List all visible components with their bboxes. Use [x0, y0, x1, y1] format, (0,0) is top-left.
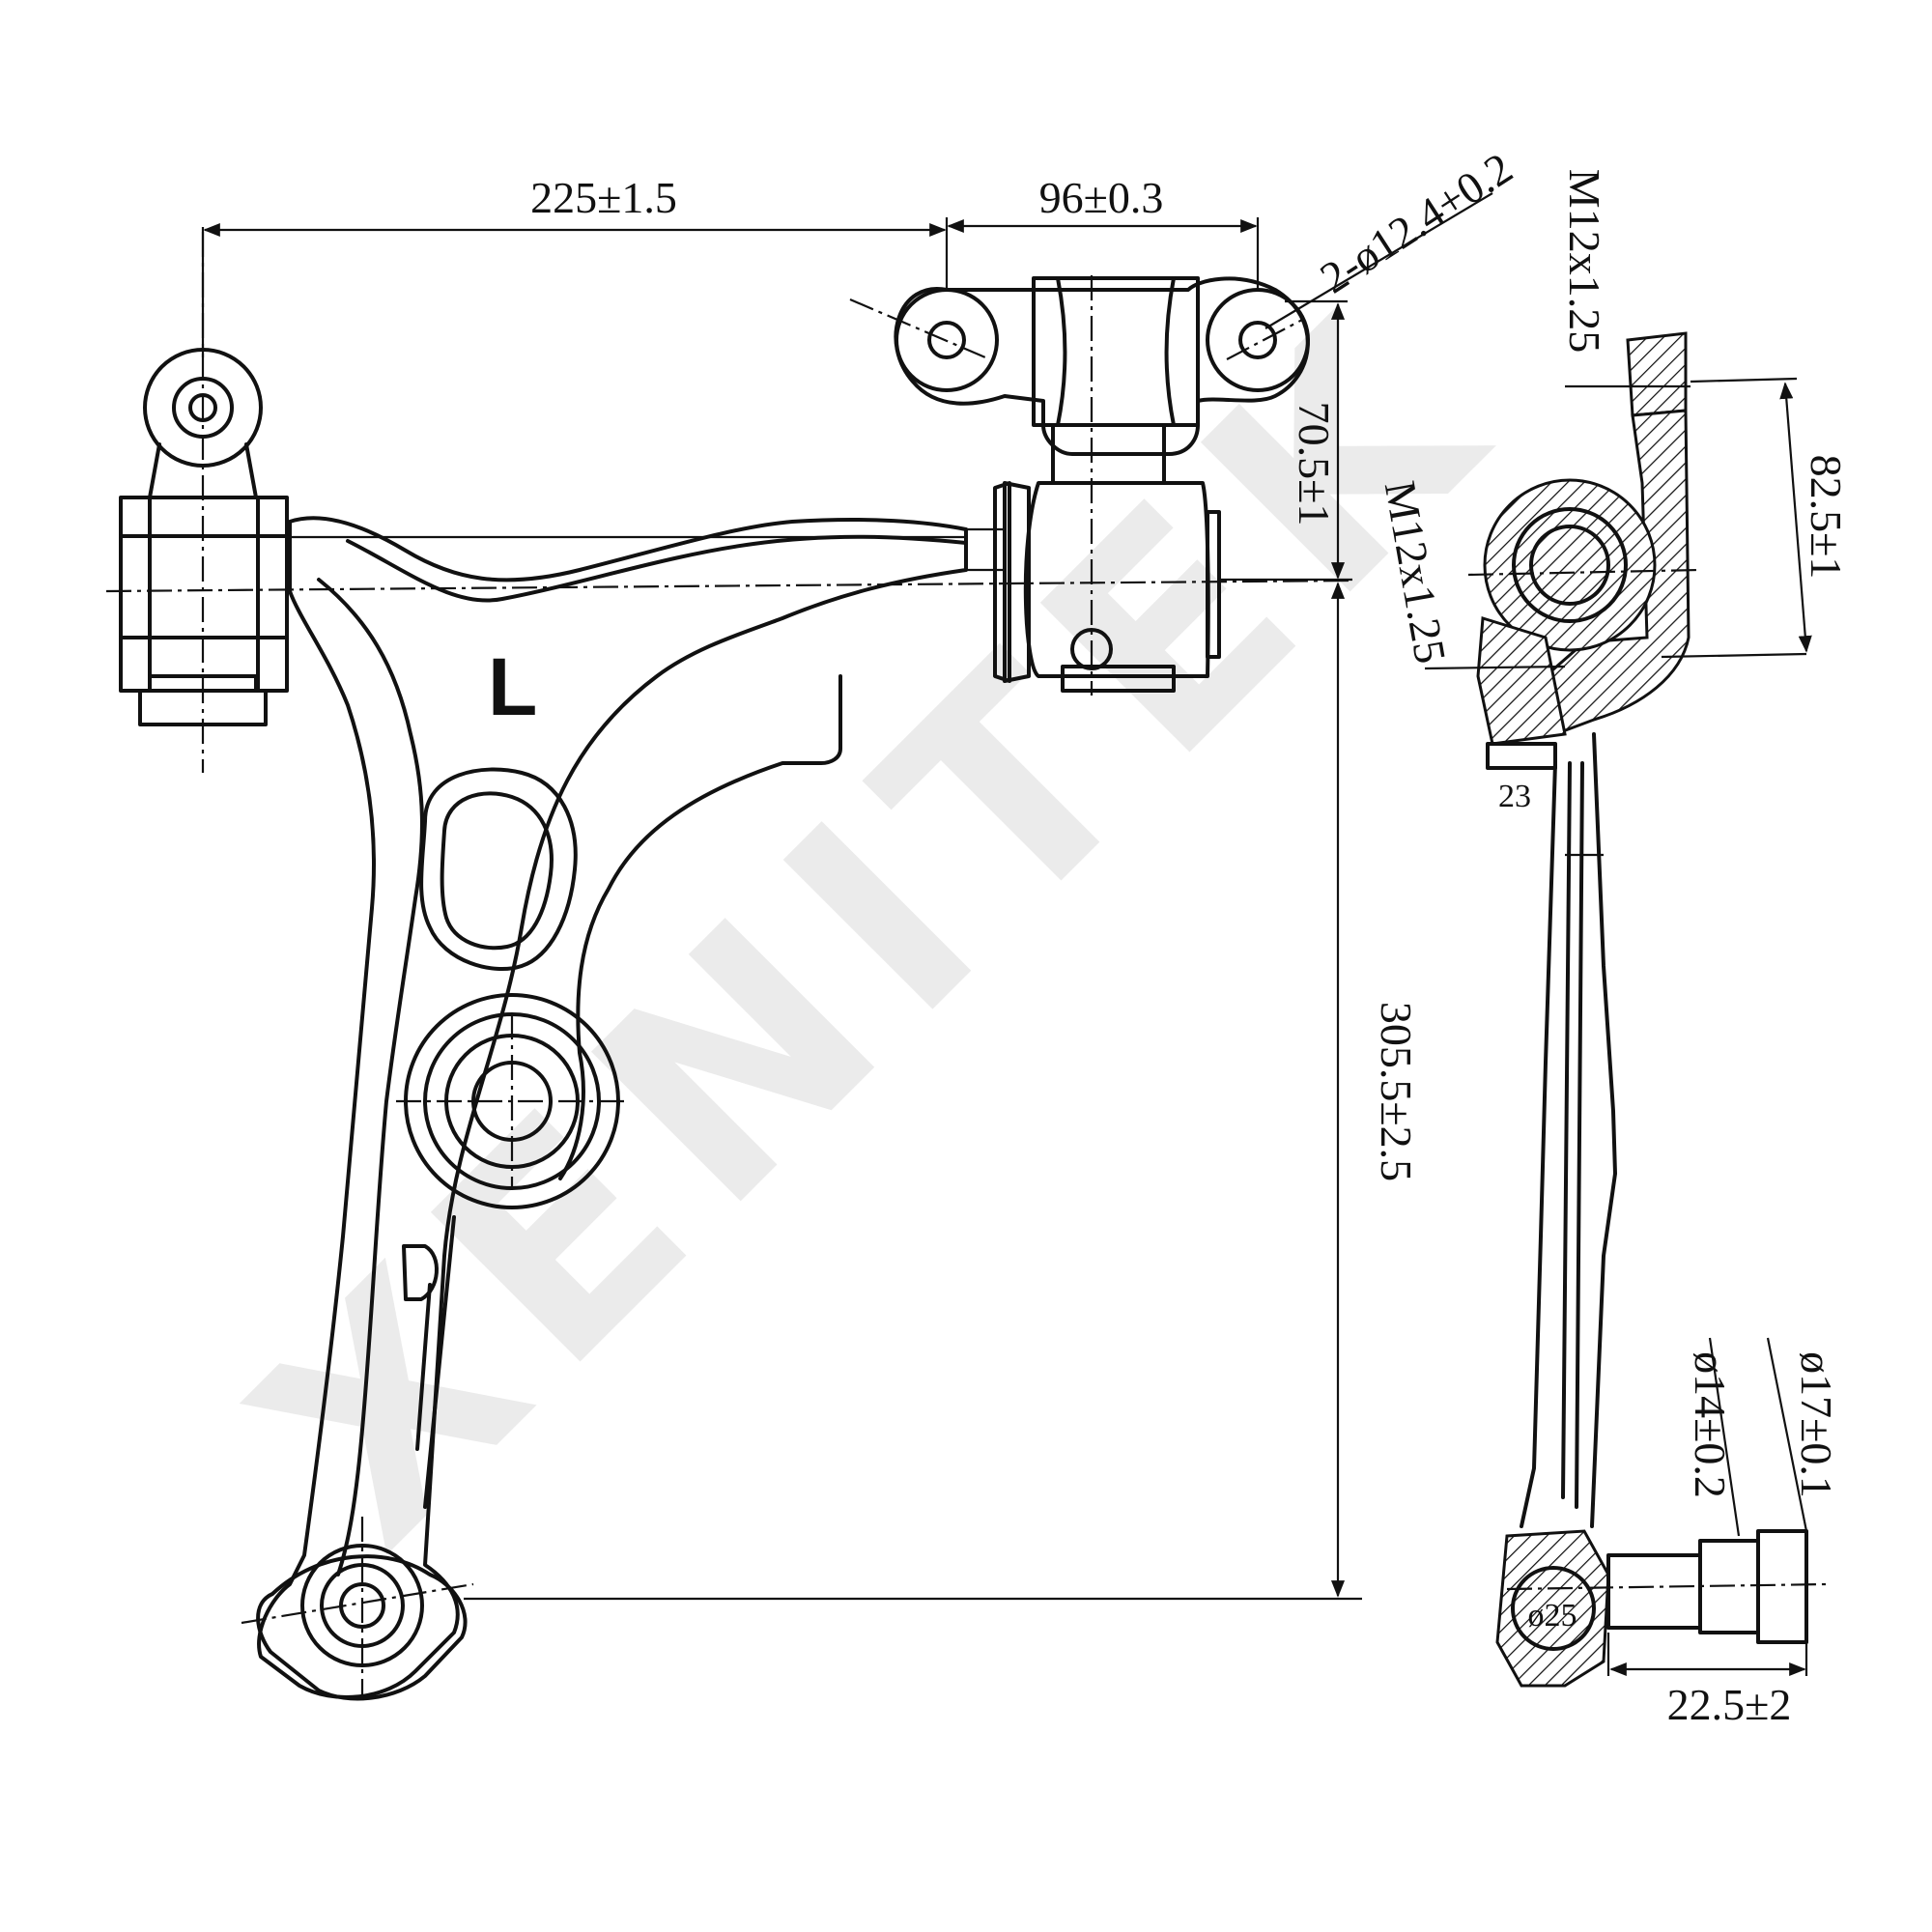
main-centerline: [105, 579, 1353, 593]
bushing-bolt: [1070, 628, 1113, 670]
ext-82-bottom: [1661, 652, 1807, 659]
mount-hole-left: [927, 321, 966, 359]
side-arm-right-edge: [1590, 732, 1617, 1528]
bracket-band-b: [1164, 276, 1176, 427]
side-lower-thread-line: [1424, 665, 1566, 670]
side-ball: [1511, 1566, 1596, 1651]
bracket-body: [1032, 276, 1200, 427]
bushing-base: [1061, 665, 1176, 693]
mount-hole-right: [1238, 321, 1277, 359]
side-bushing-outer: [1483, 478, 1657, 652]
pocket-outer: [419, 767, 578, 971]
bracket-plate: [894, 276, 1310, 456]
watermark: XENITEK: [193, 242, 1559, 1607]
side-lower-block: [1476, 616, 1567, 746]
side-top-stud: [1626, 331, 1688, 417]
dim-82: 82.5±1: [1802, 455, 1851, 580]
pocket-inner: [440, 791, 554, 951]
bracket-band-a: [1056, 276, 1067, 427]
side-arm-rib-1: [1561, 761, 1572, 1499]
arm-inner-edge: [317, 578, 424, 1577]
side-arm-rib-2: [1575, 761, 1584, 1509]
side-stud-centerline: [1506, 1582, 1827, 1591]
front-pivot-neck: [148, 442, 258, 499]
bushing-cap: [1206, 510, 1221, 659]
leader-14: [1708, 1337, 1741, 1537]
side-arm-left-edge: [1520, 761, 1557, 1528]
lower-leg-rib: [423, 1215, 456, 1509]
arm-outline: [257, 516, 968, 1699]
dim-22: 22.5±2: [1667, 1680, 1792, 1729]
dim-225: 225±1.5: [530, 173, 677, 222]
ball-joint-flange: [256, 1554, 468, 1701]
dim-305: 305.5±2.5: [1372, 1002, 1421, 1181]
bushing-shell: [1023, 481, 1210, 678]
leader-17: [1766, 1337, 1808, 1532]
side-stud-end: [1756, 1529, 1808, 1644]
rear-bracket: [849, 275, 1310, 696]
bushing-flange: [1003, 481, 1031, 683]
ball-joint-ring: [300, 1544, 424, 1667]
ball-joint-bottom: [241, 1517, 474, 1701]
small-d-mark: [402, 1244, 439, 1301]
ext-82-top: [1690, 377, 1798, 384]
ball-joint-centerline-h: [241, 1582, 474, 1625]
bushing-collar: [993, 481, 1011, 683]
side-stud-base: [1606, 1553, 1702, 1630]
side-bushing-centerline: [1467, 568, 1701, 577]
arm-web: [558, 674, 842, 1180]
side-label: L: [488, 641, 537, 732]
dim-17: ø17±0.1: [1792, 1351, 1841, 1498]
dim-line-82: [1779, 382, 1812, 653]
side-lower-nut: [1486, 742, 1557, 770]
dim-23: 23: [1498, 779, 1531, 814]
side-view: 23 ø25 82.5±1 M12x1.25 M12x1.25 ø14±0.2 …: [1376, 169, 1851, 1729]
dim-14: ø14±0.2: [1686, 1351, 1735, 1498]
dim-mount-holes: 2-ø12.4+0.2: [1312, 143, 1521, 302]
bushing-neck: [1051, 423, 1166, 485]
dim-70: 70.5±1: [1290, 402, 1339, 526]
lower-leg-slot: [415, 1283, 432, 1451]
watermark-text: XENITEK: [193, 242, 1559, 1607]
dim-ball: ø25: [1528, 1598, 1577, 1634]
mount-hole-left-centerline: [849, 298, 986, 359]
dim-96: 96±0.3: [1039, 173, 1164, 222]
leader-mount-holes: [1264, 192, 1493, 329]
side-bushing-mid: [1512, 507, 1628, 623]
mount-hole-right-centerline: [1226, 318, 1305, 360]
side-ball-housing: [1495, 1529, 1610, 1688]
side-bracket: [1544, 409, 1690, 737]
side-bushing-inner: [1529, 525, 1610, 606]
control-arm-main-view: L: [105, 232, 1353, 1701]
thread-top: M12x1.25: [1560, 169, 1609, 353]
